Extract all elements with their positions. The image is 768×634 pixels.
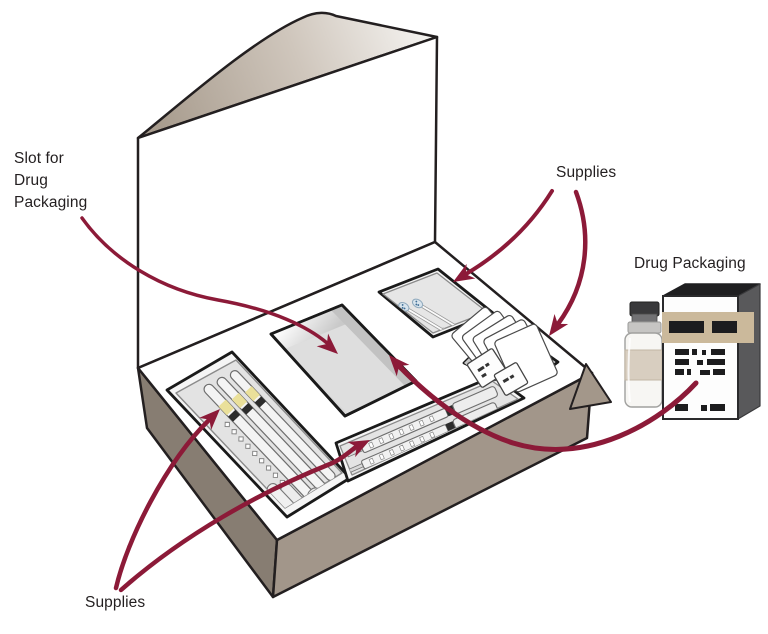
- label-line: Drug: [14, 172, 48, 189]
- box-print-bars: [669, 321, 737, 411]
- packet-front-2: [493, 362, 529, 396]
- lid-outer-flap: [136, 11, 439, 140]
- drug-packaging-box: [662, 283, 761, 420]
- label-line: Packaging: [14, 194, 88, 211]
- label-drug-packaging: Drug Packaging: [634, 255, 746, 272]
- arrow-slot-label-to-slot: [80, 216, 329, 345]
- box-lid: [136, 11, 439, 370]
- arrow-supplies2-to-left-tray: [113, 417, 212, 591]
- annotation-arrows: [80, 189, 699, 593]
- arrow-supplies2-to-syringes: [118, 443, 360, 593]
- drug-vial: [624, 301, 663, 408]
- label-slot-for-drug-packaging: Slot for Drug Packaging: [14, 148, 87, 214]
- arrow-drugbox-to-slot: [396, 363, 699, 452]
- label-supplies-top: Supplies: [556, 164, 617, 181]
- arrow-supplies-to-swabs: [464, 189, 554, 276]
- corner-wedge: [569, 363, 612, 410]
- arrow-supplies-to-packets: [555, 189, 588, 327]
- vial-label: [624, 349, 663, 381]
- compartment-packets: [451, 306, 560, 396]
- compartment-swabs: [377, 267, 495, 339]
- applicator-sticks: [203, 370, 336, 508]
- packet-stack: [451, 306, 558, 396]
- label-supplies-bottom: Supplies: [85, 594, 146, 611]
- arrowheads: [199, 263, 569, 458]
- label-line: Slot for: [14, 150, 64, 167]
